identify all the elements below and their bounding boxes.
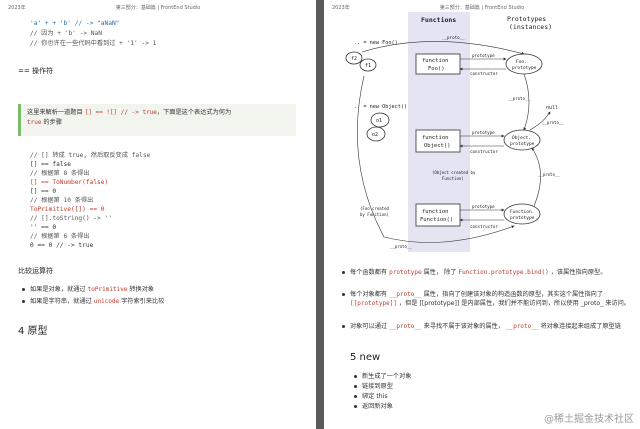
- quote-code: true: [27, 119, 42, 126]
- instance-label: o1: [376, 118, 382, 124]
- edge-label: __proto__: [508, 96, 530, 101]
- code-line: // 你也许在一些代码中看到过 + '1' -> 1: [30, 40, 157, 47]
- diagram-label: prototype: [510, 141, 535, 147]
- instance-label: f1: [365, 63, 371, 69]
- diagram-label: .. = new Object(): [354, 104, 407, 110]
- diagram-label: .. = new Foo(): [354, 40, 398, 46]
- section-heading: 比较运算符: [18, 267, 53, 275]
- code-line: [] == ToNumber(false): [30, 179, 109, 186]
- header-title: 第三部分：基础篇 | FrontEnd Studio: [439, 5, 525, 11]
- instance-node: [345, 51, 363, 65]
- list-item: 每个对象都有 __proto__ 属性，指向了创建该对象的构造函数的原型，其实这…: [342, 291, 631, 307]
- diagram-label: function: [422, 209, 449, 215]
- list-item: 绑定 this: [354, 393, 388, 400]
- code-line: 'a' + + 'b' // -> "aNaN": [30, 20, 120, 27]
- column-title: Functions: [421, 16, 456, 24]
- diagram-label: Function(): [420, 217, 453, 223]
- diagram-label: prototype: [512, 65, 537, 71]
- right-document-page: 2023年 第三部分：基础篇 | FrontEnd Studio Functio…: [324, 0, 640, 429]
- instance-node: [359, 58, 377, 72]
- quote-text: 的步骤: [41, 119, 62, 126]
- edge-label: prototype: [472, 53, 495, 58]
- diagram-label: prototype: [510, 215, 535, 221]
- code-line: [] == 0: [30, 188, 57, 195]
- diagram-label: Foo(): [428, 66, 445, 72]
- code-line: // 根据第 6 条得出: [30, 233, 90, 240]
- edge-label: __proto__: [390, 244, 412, 249]
- instance-label: f2: [351, 56, 357, 62]
- blockquote: 这里来解析一道题目 [] == ![] // -> true，下面是这个表达式为…: [18, 104, 296, 136]
- diagram-label: function: [422, 135, 449, 141]
- quote-code: [] == ![] // -> true: [84, 109, 157, 116]
- code-line: ToPrimitive([]) == 0: [30, 206, 105, 213]
- instance-node: [370, 112, 390, 128]
- edge-label: __proto__: [542, 120, 564, 125]
- list-item: 每个函数都有 prototype 属性， 除了 Function.prototy…: [342, 268, 630, 277]
- function-box: [415, 129, 461, 153]
- column-subtitle: (instances): [509, 23, 552, 31]
- prototype-node: [503, 129, 541, 151]
- quote-text: ，下面是这个表达式为何为: [156, 109, 232, 116]
- function-box: [415, 203, 461, 227]
- list-item: 如果是对象，就通过 toPrimitive 转换对象: [21, 286, 155, 293]
- list-item: 新生成了一个对象: [354, 373, 412, 380]
- edge-label: Function): [442, 176, 464, 181]
- edge-label: __proto__: [538, 172, 560, 177]
- diagram-label: function: [422, 58, 449, 64]
- code-line: // 根据第 10 条得出: [30, 197, 94, 204]
- code-line: // [].toString() -> '': [30, 215, 112, 222]
- code-line: // 根据第 8 条得出: [30, 170, 90, 177]
- code-line: // [] 转成 true, 然后取反变成 false: [30, 152, 151, 159]
- code-line: [] == false: [30, 161, 71, 168]
- diagram-label: Function.: [510, 209, 534, 215]
- edge-label: constructor: [470, 71, 498, 76]
- chapter-heading: 5 new: [350, 352, 381, 363]
- edge-label: __proto__: [442, 35, 465, 40]
- section-heading: == 操作符: [18, 67, 53, 75]
- chapter-heading: 4 原型: [18, 326, 48, 337]
- instance-node: [366, 126, 386, 142]
- left-document-page: 2023年 第三部分：基础篇 | FrontEnd Studio 'a' + +…: [0, 0, 316, 429]
- edge-label: (Foo created: [360, 206, 389, 211]
- edge-label: (Object created by: [432, 170, 476, 175]
- code-line: '' == 0: [30, 224, 57, 231]
- prototype-chain-diagram: Functions Prototypes (instances) .. = ne…: [345, 12, 564, 252]
- diagram-label: Foo.: [516, 59, 527, 65]
- edge-label: prototype: [472, 130, 495, 135]
- list-item: 链接到原型: [354, 383, 393, 390]
- page-number: 2023年: [8, 5, 26, 11]
- edge-label: constructor: [470, 149, 498, 154]
- edge-label: constructor: [470, 224, 498, 229]
- code-line: 0 == 0 // -> true: [30, 242, 94, 249]
- instance-label: o2: [372, 132, 378, 138]
- column-title: Prototypes: [507, 15, 546, 23]
- diagram-label: Object(): [424, 143, 451, 149]
- list-item: 对象可以通过 __proto__ 来寻找不属于该对象的属性， __proto__…: [342, 322, 630, 331]
- list-item: 如果是字符串，就通过 unicode 字符索引来比较: [21, 298, 165, 305]
- header-title: 第三部分：基础篇 | FrontEnd Studio: [115, 5, 201, 11]
- function-box: [415, 53, 461, 75]
- diagram-label: Object.: [512, 135, 531, 141]
- diagram-label: null: [546, 105, 558, 111]
- watermark: @稀土掘金技术社区: [544, 414, 634, 425]
- edge-label: prototype: [472, 204, 495, 209]
- edge-label: by Function): [360, 212, 389, 217]
- prototype-node: [503, 203, 541, 225]
- quote-text: 这里来解析一道题目: [27, 109, 85, 116]
- code-line: // 因为 + 'b' -> NaN: [30, 30, 102, 37]
- page-number: 2023年: [332, 5, 350, 11]
- list-item: 返回新对象: [354, 403, 393, 410]
